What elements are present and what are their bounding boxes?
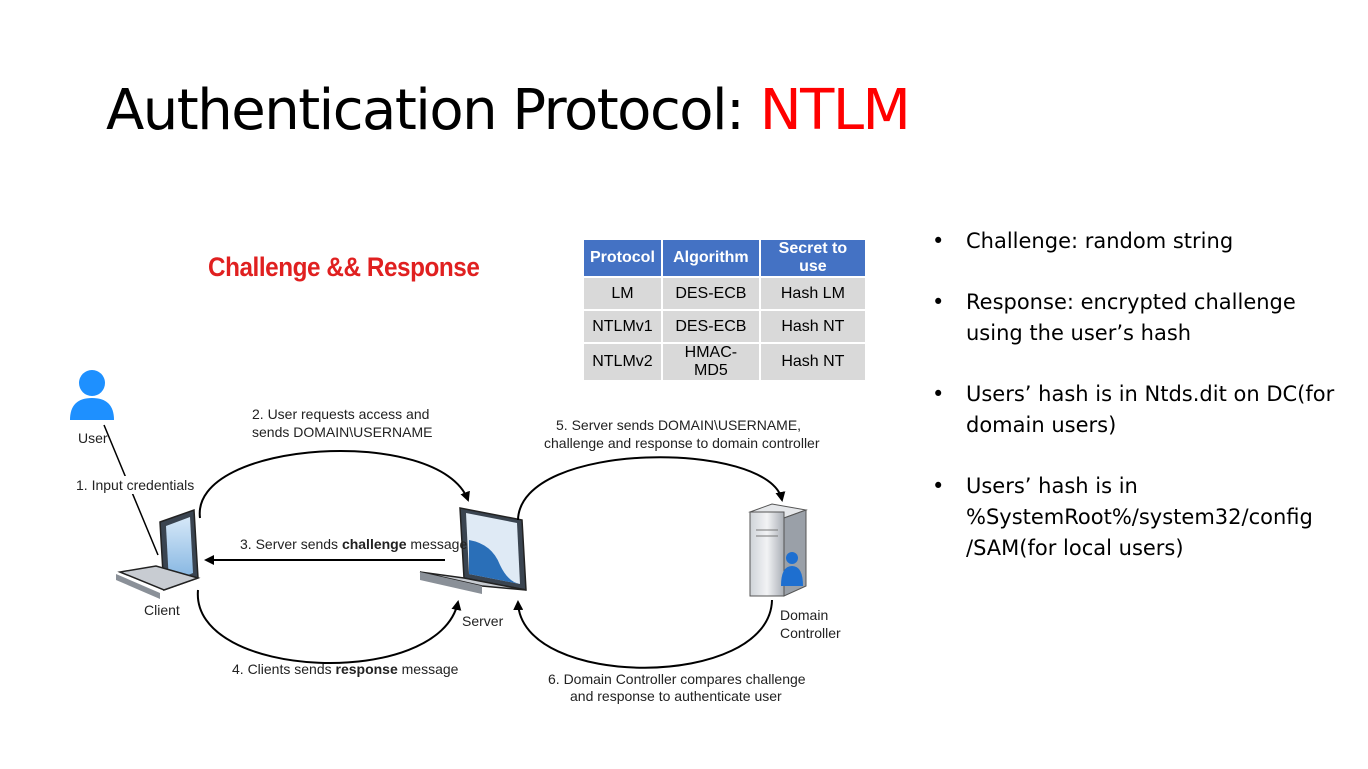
step5-arrow: [517, 456, 786, 521]
bullet-item: • Users’ hash is in Ntds.dit on DC(for do…: [930, 379, 1350, 441]
bullet-item: • Response: encrypted challenge using the…: [930, 287, 1350, 349]
table-row: NTLMv1 DES-ECB Hash NT: [584, 310, 865, 344]
client-laptop-icon: [116, 508, 201, 599]
user-icon: [70, 370, 114, 420]
step4-arrow: [196, 589, 462, 664]
table-cell: DES-ECB: [661, 277, 761, 311]
step3-label-post: message: [407, 536, 468, 552]
table-cell: Hash LM: [759, 277, 865, 311]
table-cell: Hash NT: [759, 343, 865, 382]
domain-controller-icon: [748, 503, 808, 597]
slide-title-main: Authentication Protocol:: [106, 78, 760, 143]
step5-label-line1: 5. Server sends DOMAIN\USERNAME,: [556, 417, 801, 433]
client-label: Client: [144, 602, 180, 618]
table-row: NTLMv2 HMAC-MD5 Hash NT: [584, 343, 865, 382]
bullet-text: Response: encrypted challenge using the …: [966, 290, 1296, 345]
step2-arrow: [198, 450, 470, 519]
table-cell: Hash NT: [759, 310, 865, 344]
bullet-list: • Challenge: random string • Response: enc…: [930, 226, 1350, 594]
bullet-icon: •: [932, 290, 945, 314]
diagram-subtitle: Challenge && Response: [208, 252, 480, 282]
server-label: Server: [462, 613, 504, 629]
table-header-cell: Protocol: [584, 240, 663, 278]
bullet-icon: •: [932, 382, 945, 406]
protocol-table: Protocol Algorithm Secret to use LM DES-…: [584, 240, 865, 382]
bullet-text: Users’ hash is in Ntds.dit on DC(for dom…: [966, 382, 1335, 437]
step4-label-pre: 4. Clients sends: [232, 661, 336, 677]
bullet-text: Users’ hash is in %SystemRoot%/system32/…: [966, 474, 1313, 560]
table-cell: HMAC-MD5: [661, 343, 761, 382]
step3-label: 3. Server sends challenge message: [240, 536, 467, 552]
step6-arrow: [513, 599, 773, 669]
table-cell: NTLMv2: [584, 343, 663, 382]
bullet-text: Challenge: random string: [966, 229, 1234, 253]
table-cell: LM: [584, 277, 663, 311]
bullet-icon: •: [932, 229, 945, 253]
step1-label-background: [72, 476, 184, 494]
slide-title-accent: NTLM: [759, 78, 911, 143]
step4-label-bold: response: [336, 661, 398, 677]
server-laptop-icon: [419, 507, 527, 594]
user-label: User: [78, 430, 108, 446]
step3-label-pre: 3. Server sends: [240, 536, 342, 552]
table-row: LM DES-ECB Hash LM: [584, 277, 865, 311]
step2-label-line1: 2. User requests access and: [252, 406, 429, 422]
step5-label-line2: challenge and response to domain control…: [544, 435, 820, 451]
bullet-item: • Challenge: random string: [930, 226, 1350, 257]
table-cell: NTLMv1: [584, 310, 663, 344]
domain-controller-label-line2: Controller: [780, 625, 841, 641]
domain-controller-label-line1: Domain: [780, 607, 828, 623]
table-header-cell: Secret to use: [759, 240, 865, 278]
table-header-cell: Algorithm: [661, 240, 761, 278]
step6-label-line2: and response to authenticate user: [570, 688, 782, 704]
step4-label-post: message: [398, 661, 459, 677]
table-cell: DES-ECB: [661, 310, 761, 344]
step3-label-bold: challenge: [342, 536, 407, 552]
step1-label: 1. Input credentials: [76, 477, 194, 493]
table-header-row: Protocol Algorithm Secret to use: [584, 240, 865, 278]
step6-label-line1: 6. Domain Controller compares challenge: [548, 671, 806, 687]
bullet-item: • Users’ hash is in %SystemRoot%/system32…: [930, 471, 1350, 564]
bullet-icon: •: [932, 474, 945, 498]
step2-label-line2: sends DOMAIN\USERNAME: [252, 424, 432, 440]
step4-label: 4. Clients sends response message: [232, 661, 459, 677]
slide-title: Authentication Protocol: NTLM: [106, 78, 911, 143]
